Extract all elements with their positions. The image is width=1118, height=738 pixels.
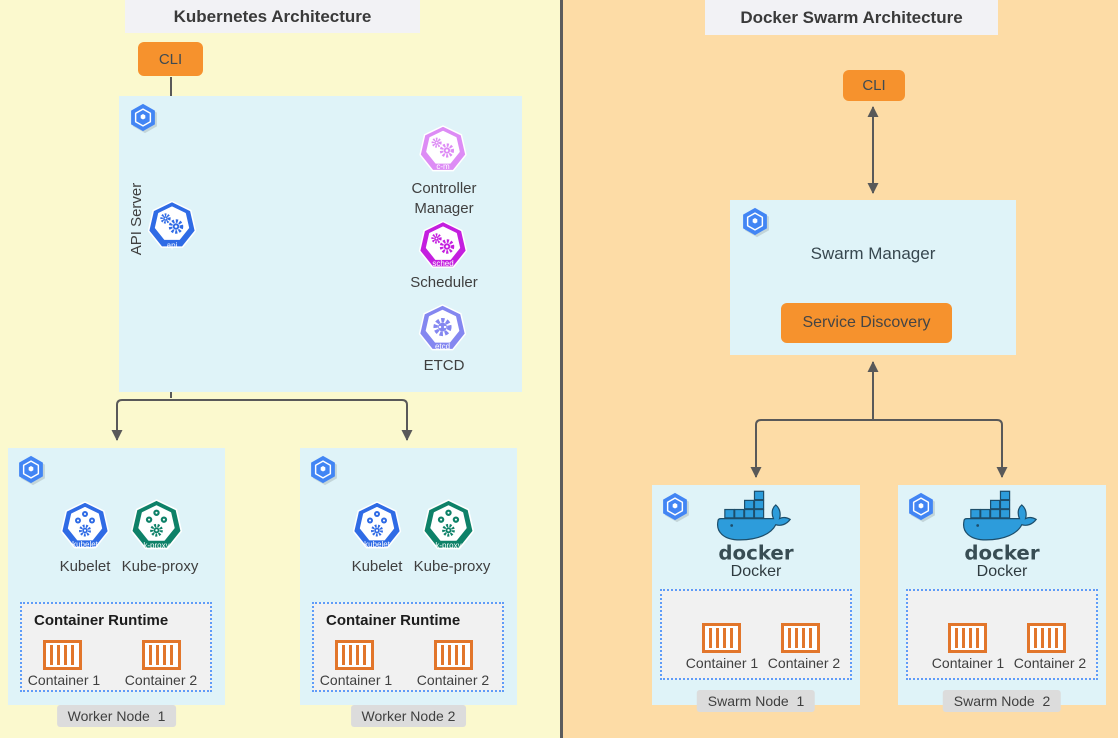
container-2-label: Container 2	[1013, 655, 1087, 671]
docker-logo-icon: docker	[700, 489, 794, 565]
container-icon	[1027, 623, 1066, 653]
node-icon	[740, 207, 770, 236]
container-2-label: Container 2	[124, 672, 198, 688]
container-icon	[434, 640, 473, 670]
kube-proxy-icon[interactable]: k-proxy	[130, 498, 183, 553]
k8s-cli-box[interactable]: CLI	[138, 42, 203, 76]
panel-divider	[560, 0, 563, 738]
svg-text:docker: docker	[964, 542, 1039, 565]
worker-node-1-label: Worker Node 1	[56, 705, 177, 727]
swarm-node-1-label: Swarm Node 1	[696, 690, 816, 712]
api-server-label: API Server	[128, 182, 145, 256]
docker-logo-icon: docker	[946, 489, 1040, 565]
scheduler-label: Scheduler	[410, 274, 478, 291]
container-1-label: Container 1	[685, 655, 759, 671]
service-discovery-box[interactable]: Service Discovery	[781, 303, 952, 343]
container-icon	[142, 640, 181, 670]
container-icon	[781, 623, 820, 653]
kube-proxy-label: Kube-proxy	[121, 558, 199, 575]
kubelet-icon[interactable]: kubelet	[352, 500, 402, 552]
etcd-label: ETCD	[423, 357, 465, 374]
container-1-label: Container 1	[931, 655, 1005, 671]
container-icon	[702, 623, 741, 653]
container-icon	[43, 640, 82, 670]
swarm-cli-box[interactable]: CLI	[843, 70, 905, 101]
container-2-label: Container 2	[767, 655, 841, 671]
container-2-label: Container 2	[416, 672, 490, 688]
kubernetes-node-icon	[308, 455, 338, 484]
api-server-icon[interactable]: api	[147, 198, 197, 253]
swarm-node-2-label: Swarm Node 2	[942, 690, 1062, 712]
controller-manager-icon[interactable]: c-m	[418, 125, 468, 174]
node-icon	[660, 492, 690, 521]
container-icon	[335, 640, 374, 670]
kubelet-icon[interactable]: kubelet	[60, 500, 110, 552]
worker-node-1[interactable]: kubelet k-proxy Kubelet Kube-proxy Conta…	[8, 448, 225, 727]
controller-manager-label: Controller Manager	[411, 180, 477, 218]
kubelet-label: Kubelet	[59, 558, 111, 575]
container-runtime-title: Container Runtime	[34, 612, 169, 629]
docker-label: Docker	[730, 563, 782, 580]
kube-proxy-icon[interactable]: k-proxy	[422, 498, 475, 553]
worker-node-2-label: Worker Node 2	[350, 705, 467, 727]
swarm-manager-box[interactable]: Swarm Manager Service Discovery	[730, 200, 1016, 355]
worker-node-2[interactable]: kubelet k-proxy Kubelet Kube-proxy Conta…	[300, 448, 517, 727]
containers-box[interactable]: Container 1 Container 2	[906, 589, 1098, 680]
kubernetes-node-icon	[16, 455, 46, 484]
etcd-icon[interactable]: etcd	[418, 303, 467, 354]
scheduler-icon[interactable]: sched	[418, 220, 468, 271]
node-icon	[906, 492, 936, 521]
kube-proxy-label: Kube-proxy	[413, 558, 491, 575]
docker-label: Docker	[976, 563, 1028, 580]
container-1-label: Container 1	[27, 672, 101, 688]
swarm-node-1[interactable]: docker Docker Container 1 Container 2 Sw…	[652, 485, 860, 712]
container-runtime-box[interactable]: Container Runtime Container 1 Container …	[312, 602, 504, 692]
container-runtime-box[interactable]: Container Runtime Container 1 Container …	[20, 602, 212, 692]
svg-text:docker: docker	[718, 542, 793, 565]
container-1-label: Container 1	[319, 672, 393, 688]
swarm-manager-label: Swarm Manager	[810, 244, 936, 263]
containers-box[interactable]: Container 1 Container 2	[660, 589, 852, 680]
kubelet-label: Kubelet	[351, 558, 403, 575]
kubernetes-node-icon	[128, 103, 158, 132]
container-icon	[948, 623, 987, 653]
container-runtime-title: Container Runtime	[326, 612, 461, 629]
docker-swarm-title: Docker Swarm Architecture	[705, 0, 998, 35]
swarm-node-2[interactable]: docker Docker Container 1 Container 2 Sw…	[898, 485, 1106, 712]
kubernetes-title: Kubernetes Architecture	[125, 0, 420, 33]
